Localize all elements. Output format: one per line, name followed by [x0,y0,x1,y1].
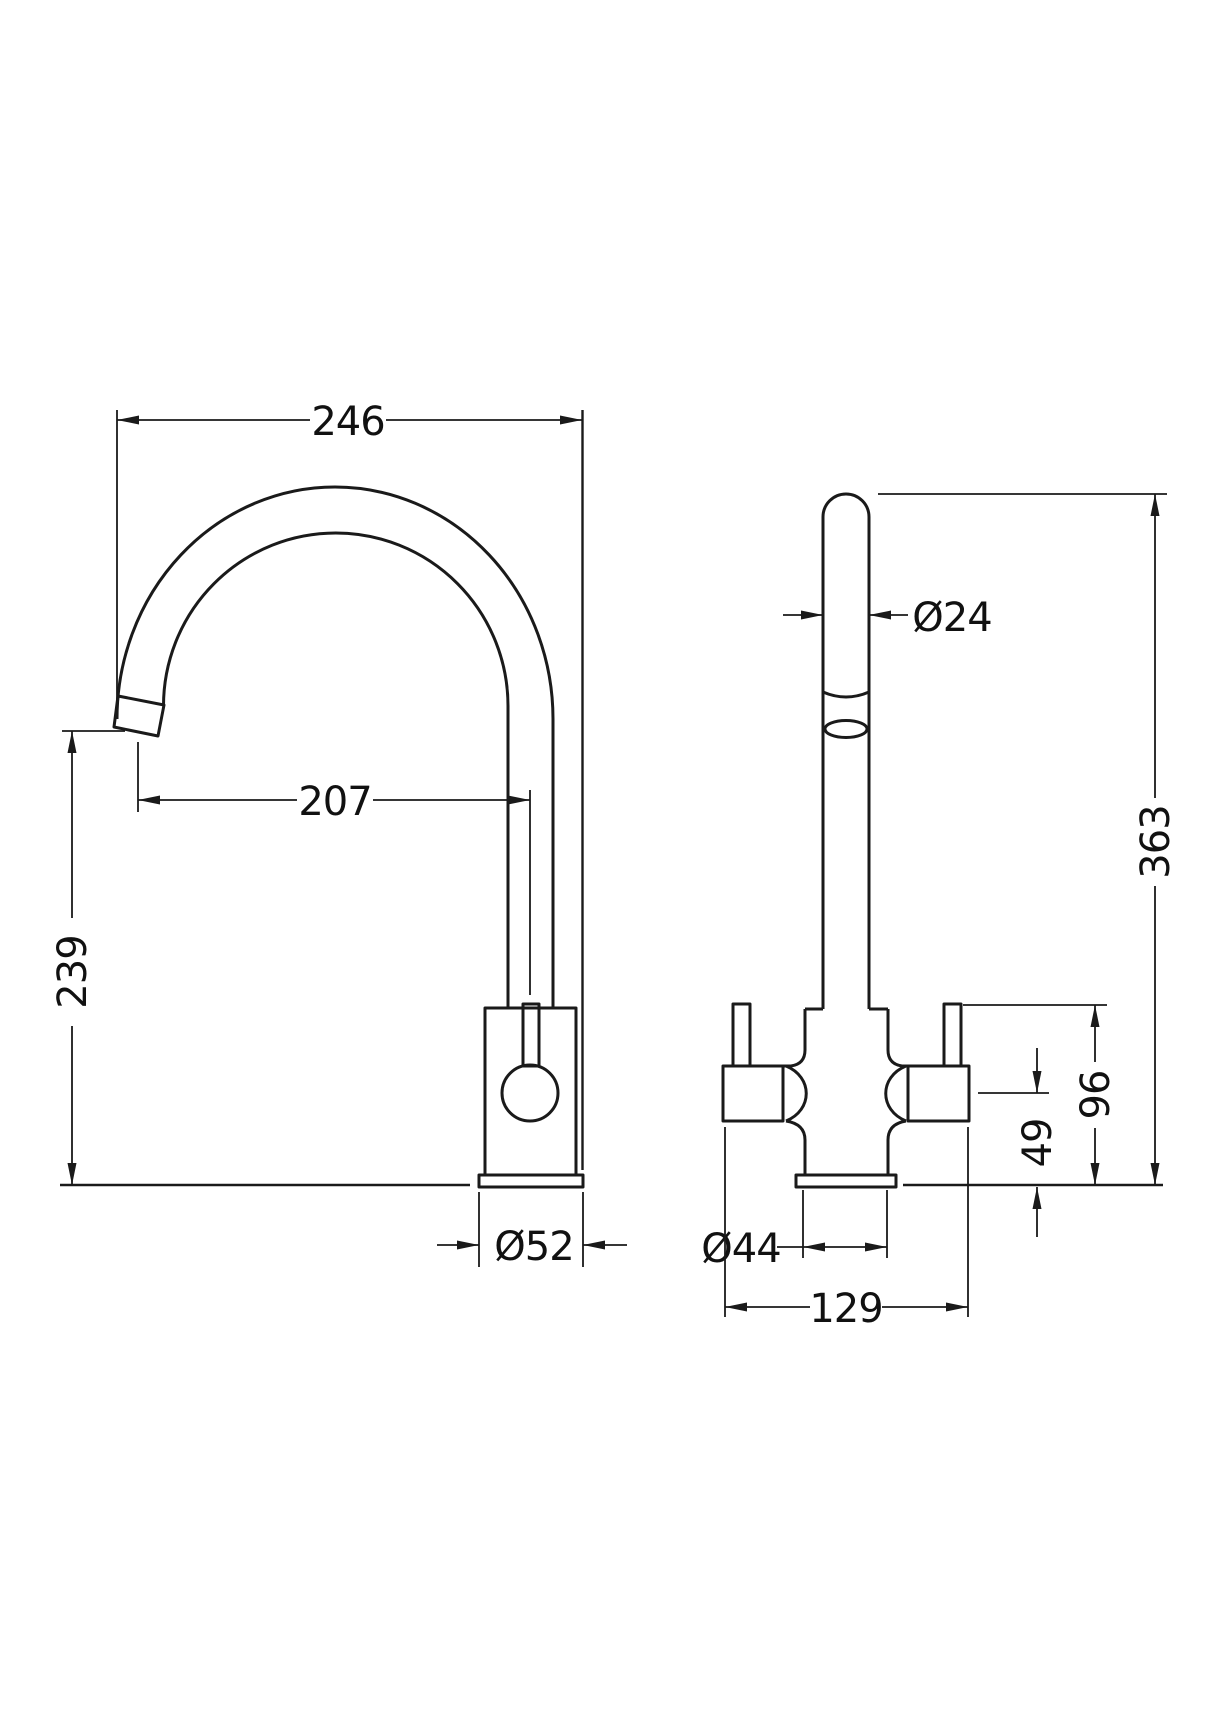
front-view-left-handle-hub [721,1064,785,1123]
side-view-spout-inner-curve [162,531,510,1008]
front-view-right-bulge [884,1064,907,1123]
side-view-spout-outer-curve [115,485,555,1008]
dim-44-arrow-right-icon [865,1242,887,1252]
dim-246-arrow-right-icon [560,415,582,425]
dim-44-arrow-left-icon [803,1242,825,1252]
side-view-handle-ball [500,1063,560,1123]
dim-363-arrow-bottom-icon [1150,1163,1160,1185]
front-view-spout-outlet-ellipse [823,719,869,739]
dim-49-label: 49 [1015,1119,1061,1168]
front-view-right-handle-lever [942,1002,963,1068]
dim-246-label: 246 [311,399,384,445]
dim-24-arrow-right-icon [869,610,891,620]
front-view-riser-tube [821,492,871,1009]
dim-52-arrow-right-icon [583,1240,605,1250]
front-view-left-handle-lever [731,1002,752,1068]
front-view-spout-joint-line [822,690,870,699]
front-view-body-lower-left [785,1119,807,1175]
dim-52-label: Ø52 [494,1224,573,1270]
dim-49-arrow-top-icon [1032,1071,1042,1093]
dim-44-label: Ø44 [701,1226,780,1272]
dim-239-arrow-top-icon [67,731,77,753]
dim-239-label: 239 [50,935,96,1008]
side-view-handle-stem [521,1002,541,1068]
dim-363-label: 363 [1133,805,1179,878]
dim-96-label: 96 [1073,1071,1119,1120]
front-view-left-bulge [785,1064,808,1123]
dim-129-arrow-left-icon [725,1302,747,1312]
front-view-right-handle-hub [906,1064,971,1123]
front-view-base-plate [794,1173,898,1189]
dim-246-arrow-left-icon [117,415,139,425]
dim-207-label: 207 [298,779,371,825]
side-view-spout-tip [112,694,166,738]
dim-129-arrow-right-icon [946,1302,968,1312]
side-view-base-plate [477,1173,585,1189]
dim-207-arrow-left-icon [138,795,160,805]
side-view-body [483,1006,578,1177]
dim-96-arrow-bottom-icon [1090,1163,1100,1185]
dim-24-arrow-left-icon [801,610,823,620]
dim-52-arrow-left-icon [457,1240,479,1250]
front-view-body-lower-right [886,1119,907,1175]
front-view-body-side-left [783,1009,807,1068]
dim-96-arrow-top-icon [1090,1005,1100,1027]
front-view-body-side-right [886,1009,908,1068]
dim-363-arrow-top-icon [1150,494,1160,516]
dim-49-arrow-bottom-icon [1032,1187,1042,1209]
dim-207-arrow-right-icon [508,795,530,805]
dim-129-label: 129 [809,1286,882,1332]
dim-24-label: Ø24 [912,595,991,641]
dim-239-arrow-bottom-icon [67,1163,77,1185]
